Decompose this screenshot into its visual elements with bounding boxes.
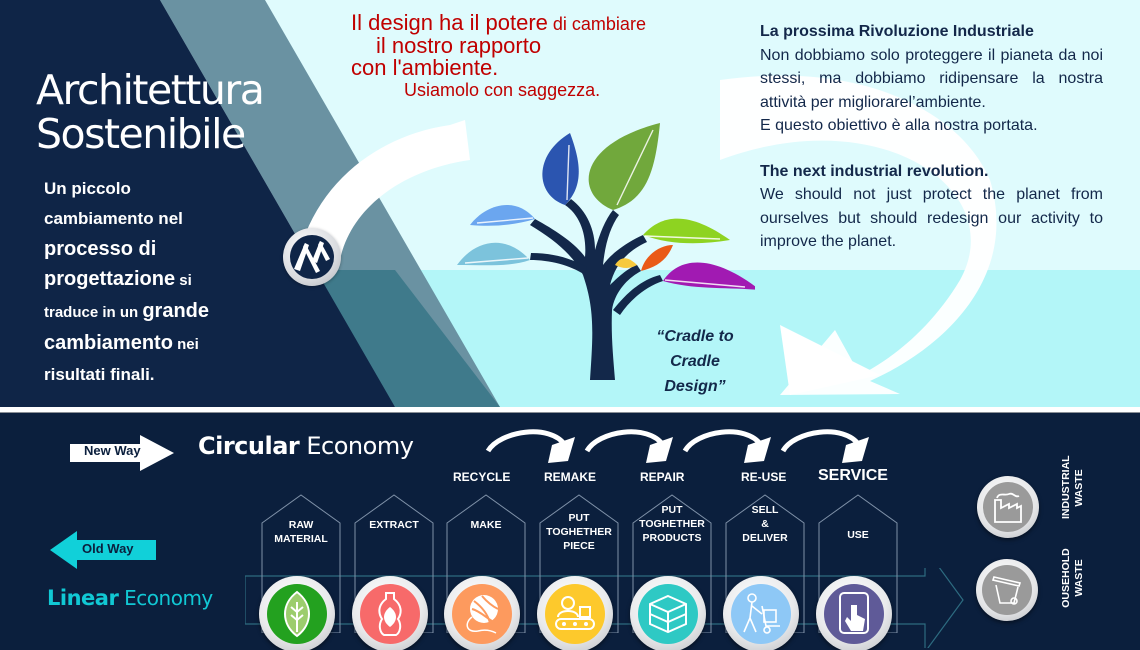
ana-logo: [283, 228, 341, 286]
info-body-it-2: E questo obiettivo è alla nostra portata…: [760, 117, 1038, 134]
subtitle-line: cambiamento nel: [44, 209, 183, 228]
title-line-2: Sostenibile: [36, 110, 246, 158]
caption-line: “Cradle to: [656, 328, 734, 345]
info-heading-it: La prossima Rivoluzione Industriale: [760, 23, 1034, 40]
subtitle-lead: traduce in un: [44, 304, 143, 321]
bottle-icon: [360, 584, 420, 644]
factory-icon: [983, 482, 1033, 532]
arrow-right-icon: [70, 435, 174, 471]
yarn-ball-icon: [452, 584, 512, 644]
label-reuse: RE-USE: [741, 470, 787, 484]
caption-line: Cradle: [670, 353, 720, 370]
industrial-waste-badge: [977, 476, 1039, 538]
label-remake: REMAKE: [544, 470, 597, 484]
stage-badge: [444, 576, 520, 650]
hero-background-shapes: [0, 0, 1140, 407]
subtitle-tail: si: [175, 272, 192, 289]
quote-tail: di cambiare: [547, 14, 646, 34]
circular-bold: Circular: [198, 432, 300, 460]
stage-label: SELL&DELIVER: [742, 504, 788, 544]
box-icon: [638, 584, 698, 644]
cradle-to-cradle-caption: “Cradle to Cradle Design”: [640, 324, 750, 399]
info-body-it: Non dobbiamo solo proteggere il pianeta …: [760, 46, 1103, 111]
info-heading-en: The next industrial revolution.: [760, 162, 989, 180]
section-divider: [0, 407, 1140, 413]
logo-mark-icon: [290, 235, 334, 279]
subtitle-emphasis: cambiamento: [44, 332, 173, 354]
circular-economy-title: Circular Economy: [198, 432, 414, 460]
tablet-touch-icon: [824, 584, 884, 644]
subtitle-emphasis: grande: [142, 300, 210, 322]
circular-rest: Economy: [299, 432, 414, 460]
loop-arrow-icon: [682, 429, 764, 453]
stage-label: MAKE: [470, 519, 502, 531]
loop-arrow-icon: [584, 429, 666, 453]
caption-line: Design”: [664, 378, 726, 395]
loop-arrow-icon: [485, 429, 568, 453]
stage-badge: [630, 576, 706, 650]
label-service: SERVICE: [818, 467, 888, 484]
arrow-left-icon: [50, 531, 156, 569]
assembly-line-icon: [545, 584, 605, 644]
old-way-arrow: Old Way: [50, 531, 158, 574]
subtitle-line: cambiamento nei: [44, 328, 284, 360]
label-repair: REPAIR: [640, 470, 685, 484]
circular-loop-arrows: [485, 429, 869, 463]
stage-badge: [537, 576, 613, 650]
subtitle-emphasis: progettazione: [44, 268, 176, 290]
delivery-cart-icon: [731, 584, 791, 644]
stage-make: MAKE: [444, 493, 526, 650]
cradle-tree-icon: [457, 123, 755, 380]
hero-banner: Architettura Sostenibile Un piccolo camb…: [0, 0, 1140, 407]
stage-badge: [352, 576, 428, 650]
page-title: Architettura Sostenibile: [36, 66, 265, 158]
subtitle-line: Un piccolo: [44, 179, 131, 198]
quote-line: il nostro rapporto: [376, 33, 542, 58]
stage-badge: [723, 576, 799, 650]
old-way-label: Old Way: [82, 541, 134, 556]
linear-rest: Economy: [118, 586, 213, 610]
info-body-en: We should not just protect the planet fr…: [760, 186, 1103, 250]
stage-sell-deliver: SELL&DELIVER: [723, 493, 805, 650]
economy-section: New Way Circular Economy Old Way Linear …: [0, 413, 1140, 650]
design-quote: Il design ha il potere di cambiare il no…: [351, 12, 751, 101]
stage-badge: [816, 576, 892, 650]
quote-line: con l'ambiente.: [351, 55, 499, 80]
stage-use: USE: [816, 493, 898, 650]
stage-extract: EXTRACT: [352, 493, 434, 650]
trash-bin-icon: [982, 565, 1032, 615]
quote-line: Usiamolo con saggezza.: [404, 80, 601, 100]
stage-label: USE: [847, 529, 869, 541]
label-recycle: RECYCLE: [453, 470, 511, 484]
new-way-arrow: New Way: [70, 435, 175, 476]
quote-emphasis: Il design ha il potere: [351, 10, 548, 35]
subtitle-line: risultati finali.: [44, 365, 155, 384]
linear-economy-title: Linear Economy: [47, 586, 213, 610]
subtitle-tail: nei: [172, 336, 199, 353]
new-way-label: New Way: [84, 443, 141, 458]
linear-bold: Linear: [47, 586, 119, 610]
title-line-1: Architettura: [36, 66, 265, 114]
stage-badge: [259, 576, 335, 650]
subtitle-text: Un piccolo cambiamento nel processo di p…: [44, 174, 284, 390]
quote-line: Il design ha il potere di cambiare: [351, 12, 751, 35]
subtitle-line: traduce in un grande: [44, 296, 284, 328]
household-waste-badge: [976, 559, 1038, 621]
leaf-icon: [267, 584, 327, 644]
stage-label: EXTRACT: [369, 519, 419, 531]
loop-arrow-icon: [780, 429, 862, 453]
subtitle-line: processo di: [44, 238, 157, 260]
subtitle-line: progettazione si: [44, 264, 284, 296]
info-panel: La prossima Rivoluzione Industriale Non …: [760, 20, 1103, 254]
